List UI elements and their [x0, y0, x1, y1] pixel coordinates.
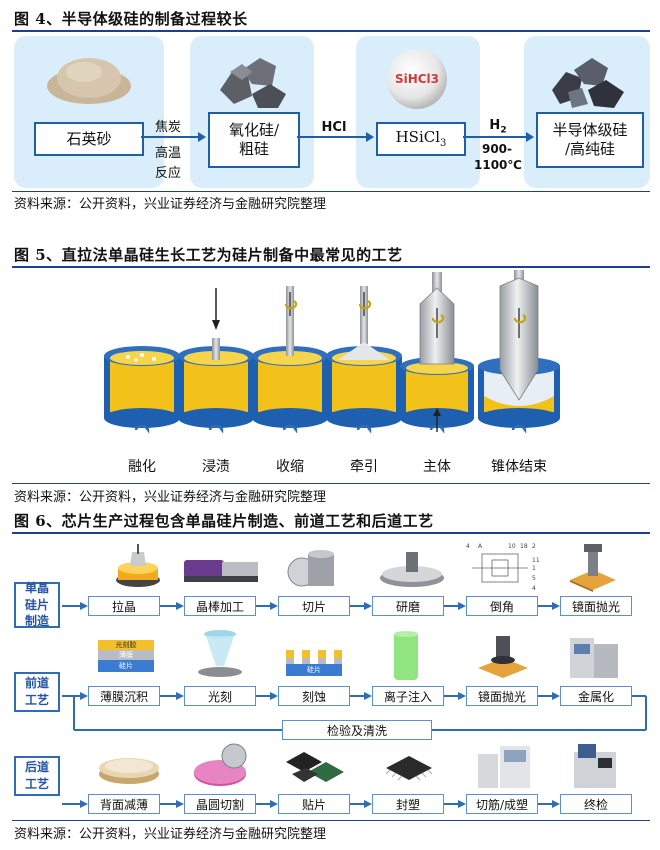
chamfer-schematic: 4 A 10 18 2 11 1 5 4: [466, 543, 540, 592]
figure-6-bottom-rule: [12, 820, 650, 821]
etch-image: 硅片: [286, 650, 342, 676]
czochralski-diagram: [104, 270, 560, 434]
schematic-label-4b: 4: [532, 585, 536, 592]
schematic-label-1: 1: [532, 565, 536, 572]
figure-6-title: 图 6、芯片生产过程包含单晶硅片制造、前道工艺和后道工艺: [14, 512, 434, 530]
stage-dipping: 浸渍: [202, 459, 230, 475]
schematic-label-a: A: [478, 543, 483, 550]
hsicl3-sphere-image: [387, 49, 447, 109]
final-test-machine-icon: [574, 744, 616, 788]
arrow2-label: HCl: [321, 120, 347, 135]
figure-6-flow-arrows: [62, 602, 647, 808]
arrow3-bottom-label: 900- 1100℃: [474, 142, 522, 173]
box-quartz-sand: 石英砂: [34, 122, 144, 156]
figure-4-arrows: [141, 132, 534, 142]
schematic-label-5: 5: [532, 575, 536, 582]
cmp-icon: [478, 636, 528, 678]
sphere-label: SiHCl3: [394, 72, 440, 86]
box-crude-silicon: 氧化硅/ 粗硅: [208, 112, 300, 168]
arrow1-label-line2: 高温: [154, 146, 181, 162]
box-semiconductor-silicon: 半导体级硅 /高纯硅: [536, 112, 644, 168]
arrow1-label-line1: 焦炭: [154, 120, 181, 135]
slicing-icon: [287, 550, 334, 587]
quartz-sand-image: [47, 58, 131, 104]
step-molding: 封塑: [372, 794, 444, 814]
figure-6-source: 资料来源：公开资料，兴业证券经济与金融研究院整理: [14, 827, 327, 842]
die-attach-icon: [286, 752, 344, 782]
step-mirror-polishing-1: 镜面抛光: [560, 596, 632, 616]
wafer-dicing-icon: [194, 743, 247, 786]
arrow3-bottom-line2: 1100℃: [474, 157, 522, 172]
figure-4-bottom-rule: [12, 191, 650, 192]
box-hsicl3: HSiCl3: [376, 122, 466, 156]
arrow3-top-label: H2: [489, 118, 507, 136]
backgrinding-icon: [99, 758, 159, 784]
layer-wafer: 硅片: [98, 660, 154, 672]
schematic-label-4a: 4: [466, 543, 470, 550]
step-trim-form: 切筋/成塑: [466, 794, 538, 814]
mirror-polish-icon: [570, 544, 616, 592]
figure-5-title: 图 5、直拉法单晶硅生长工艺为硅片制备中最常见的工艺: [14, 246, 403, 264]
step-final-test: 终检: [560, 794, 632, 814]
row-label-frontend: 前道工艺: [14, 672, 60, 712]
step-slicing: 切片: [278, 596, 350, 616]
step-ion-implant: 离子注入: [372, 686, 444, 706]
step-thin-film-deposition: 薄膜沉积: [88, 686, 160, 706]
figure-5-source: 资料来源：公开资料，兴业证券经济与金融研究院整理: [14, 490, 327, 505]
step-wafer-dicing: 晶圆切割: [184, 794, 256, 814]
stage-pulling: 牵引: [350, 459, 378, 475]
trim-form-machine-icon: [478, 746, 530, 788]
arrow3-bottom-line1: 900-: [481, 142, 513, 156]
ingot-machining-icon: [184, 560, 258, 582]
metallization-equipment-icon: [570, 638, 618, 678]
row-label-backend-text: 后道工艺: [24, 760, 49, 791]
step-metallization: 金属化: [560, 686, 632, 706]
figure-4-title: 图 4、半导体级硅的制备过程较长: [14, 10, 248, 28]
step-chamfering: 倒角: [466, 596, 538, 616]
box-hsicl3-label: HSiCl3: [395, 127, 447, 149]
step-mirror-polishing-2: 镜面抛光: [466, 686, 538, 706]
row-label-frontend-text: 前道工艺: [24, 676, 49, 707]
schematic-label-11: 11: [532, 557, 540, 564]
arrow1-label: 焦炭 高温 反应: [148, 118, 188, 184]
stage-necking: 收缩: [276, 459, 304, 475]
figure-5-bottom-rule: [12, 483, 650, 484]
polysilicon-image: [552, 58, 624, 108]
grinding-icon: [380, 552, 444, 587]
step-die-attach: 贴片: [278, 794, 350, 814]
step-lapping: 研磨: [372, 596, 444, 616]
thin-film-stack-image: 光刻胶 薄膜 硅片: [98, 640, 154, 672]
stage-melting: 融化: [128, 459, 156, 475]
figure-4-source: 资料来源：公开资料，兴业证券经济与金融研究院整理: [14, 197, 327, 212]
step-ingot-machining: 晶棒加工: [184, 596, 256, 616]
arrow1-label-line3: 反应: [154, 166, 181, 182]
layer-film: 薄膜: [98, 650, 154, 660]
box-crude-silicon-label: 氧化硅/ 粗硅: [228, 121, 280, 158]
step-lithography: 光刻: [184, 686, 256, 706]
schematic-label-2: 2: [532, 543, 536, 550]
step-backside-thinning: 背面减薄: [88, 794, 160, 814]
figure-6-top-rule: [12, 532, 650, 534]
schematic-label-10: 10: [508, 543, 516, 550]
ion-implant-icon: [394, 631, 418, 680]
step-crystal-pulling: 拉晶: [88, 596, 160, 616]
box-quartz-sand-label: 石英砂: [66, 129, 112, 148]
step-inspection-cleaning: 检验及清洗: [282, 720, 432, 740]
etch-wafer-layer: 硅片: [286, 664, 342, 676]
crystal-puller-icon: [116, 544, 160, 587]
figure-5-top-rule: [12, 266, 650, 268]
crude-silicon-image: [220, 58, 286, 108]
stage-body: 主体: [423, 459, 451, 475]
row-label-wafer-text: 单晶硅片制造: [24, 580, 49, 629]
row-label-wafer: 单晶硅片制造: [14, 580, 60, 629]
box-semiconductor-silicon-label: 半导体级硅 /高纯硅: [552, 121, 628, 158]
stage-cone-end: 锥体结束: [491, 459, 547, 475]
figure-4-top-rule: [12, 30, 650, 32]
row-label-backend: 后道工艺: [14, 756, 60, 796]
molding-chip-icon: [385, 756, 433, 781]
schematic-label-18: 18: [520, 543, 528, 550]
step-etching: 刻蚀: [278, 686, 350, 706]
layer-photoresist: 光刻胶: [98, 640, 154, 650]
lithography-icon: [198, 630, 242, 677]
